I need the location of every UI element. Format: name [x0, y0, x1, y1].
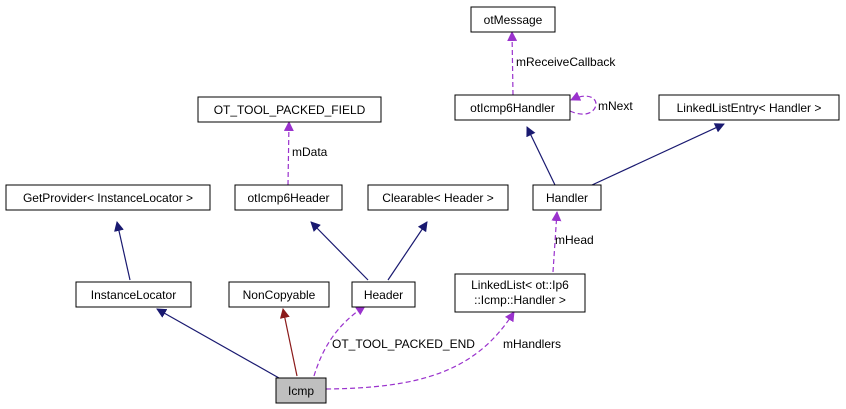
node-label-line1: LinkedList< ot::Ip6	[471, 278, 569, 292]
node-label: Clearable< Header >	[382, 191, 493, 205]
edge-header-to-oticmp6header	[310, 221, 369, 281]
node-label: otIcmp6Header	[247, 191, 329, 205]
edge-icmp-to-linkedlist	[325, 311, 515, 390]
node-ot-tool-packed-field[interactable]: OT_TOOL_PACKED_FIELD	[197, 96, 382, 123]
node-getprovider[interactable]: GetProvider< InstanceLocator >	[5, 184, 211, 211]
node-label: otMessage	[484, 13, 543, 27]
edge-icmp-to-instancelocator	[156, 308, 280, 379]
edge-oticmp6header-to-packedfield	[283, 121, 294, 186]
edge-handler-to-oticmp6handler	[526, 126, 556, 186]
node-linkedlist[interactable]: LinkedList< ot::Ip6 ::Icmp::Handler >	[454, 273, 586, 313]
node-label: otIcmp6Handler	[470, 101, 555, 115]
node-label: OT_TOOL_PACKED_FIELD	[214, 103, 366, 117]
node-label-line2: ::Icmp::Handler >	[474, 293, 566, 307]
node-label: Header	[364, 288, 403, 302]
node-handler[interactable]: Handler	[532, 184, 602, 211]
edge-labels: mReceiveCallback mNext mData mHead OT_TO…	[292, 55, 633, 351]
edge-icmp-to-header	[313, 305, 366, 377]
node-otmessage[interactable]: otMessage	[470, 6, 556, 33]
edge-label-mdata: mData	[292, 145, 328, 159]
node-oticmp6header[interactable]: otIcmp6Header	[234, 184, 343, 211]
node-header[interactable]: Header	[351, 281, 416, 308]
edge-handler-to-linkedlistentry	[591, 123, 725, 186]
node-label: GetProvider< InstanceLocator >	[23, 191, 193, 205]
node-icmp[interactable]: Icmp	[275, 377, 327, 404]
edge-icmp-to-noncopyable	[279, 308, 298, 377]
edge-label-ot-tool-packed-end: OT_TOOL_PACKED_END	[332, 337, 475, 351]
node-clearable[interactable]: Clearable< Header >	[367, 184, 509, 211]
edge-label-mreceivecallback: mReceiveCallback	[516, 55, 616, 69]
edge-instancelocator-to-getprovider	[114, 221, 131, 281]
edge-label-mhead: mHead	[555, 233, 594, 247]
node-instancelocator[interactable]: InstanceLocator	[75, 281, 192, 308]
node-linkedlistentry[interactable]: LinkedListEntry< Handler >	[658, 94, 840, 121]
node-label: InstanceLocator	[91, 288, 176, 302]
edge-oticmp6handler-to-otmessage	[507, 31, 518, 96]
node-label: NonCopyable	[243, 288, 316, 302]
edge-label-mhandlers: mHandlers	[503, 337, 561, 351]
edges	[114, 31, 725, 390]
edge-label-mnext: mNext	[598, 99, 633, 113]
node-noncopyable[interactable]: NonCopyable	[228, 281, 330, 308]
node-label: LinkedListEntry< Handler >	[677, 101, 822, 115]
node-label: Handler	[546, 191, 588, 205]
edge-oticmp6handler-self-loop	[569, 91, 597, 115]
node-label: Icmp	[288, 384, 314, 398]
edge-header-to-clearable	[387, 221, 428, 281]
node-oticmp6handler[interactable]: otIcmp6Handler	[454, 94, 571, 121]
edge-linkedlist-to-handler	[551, 211, 562, 273]
